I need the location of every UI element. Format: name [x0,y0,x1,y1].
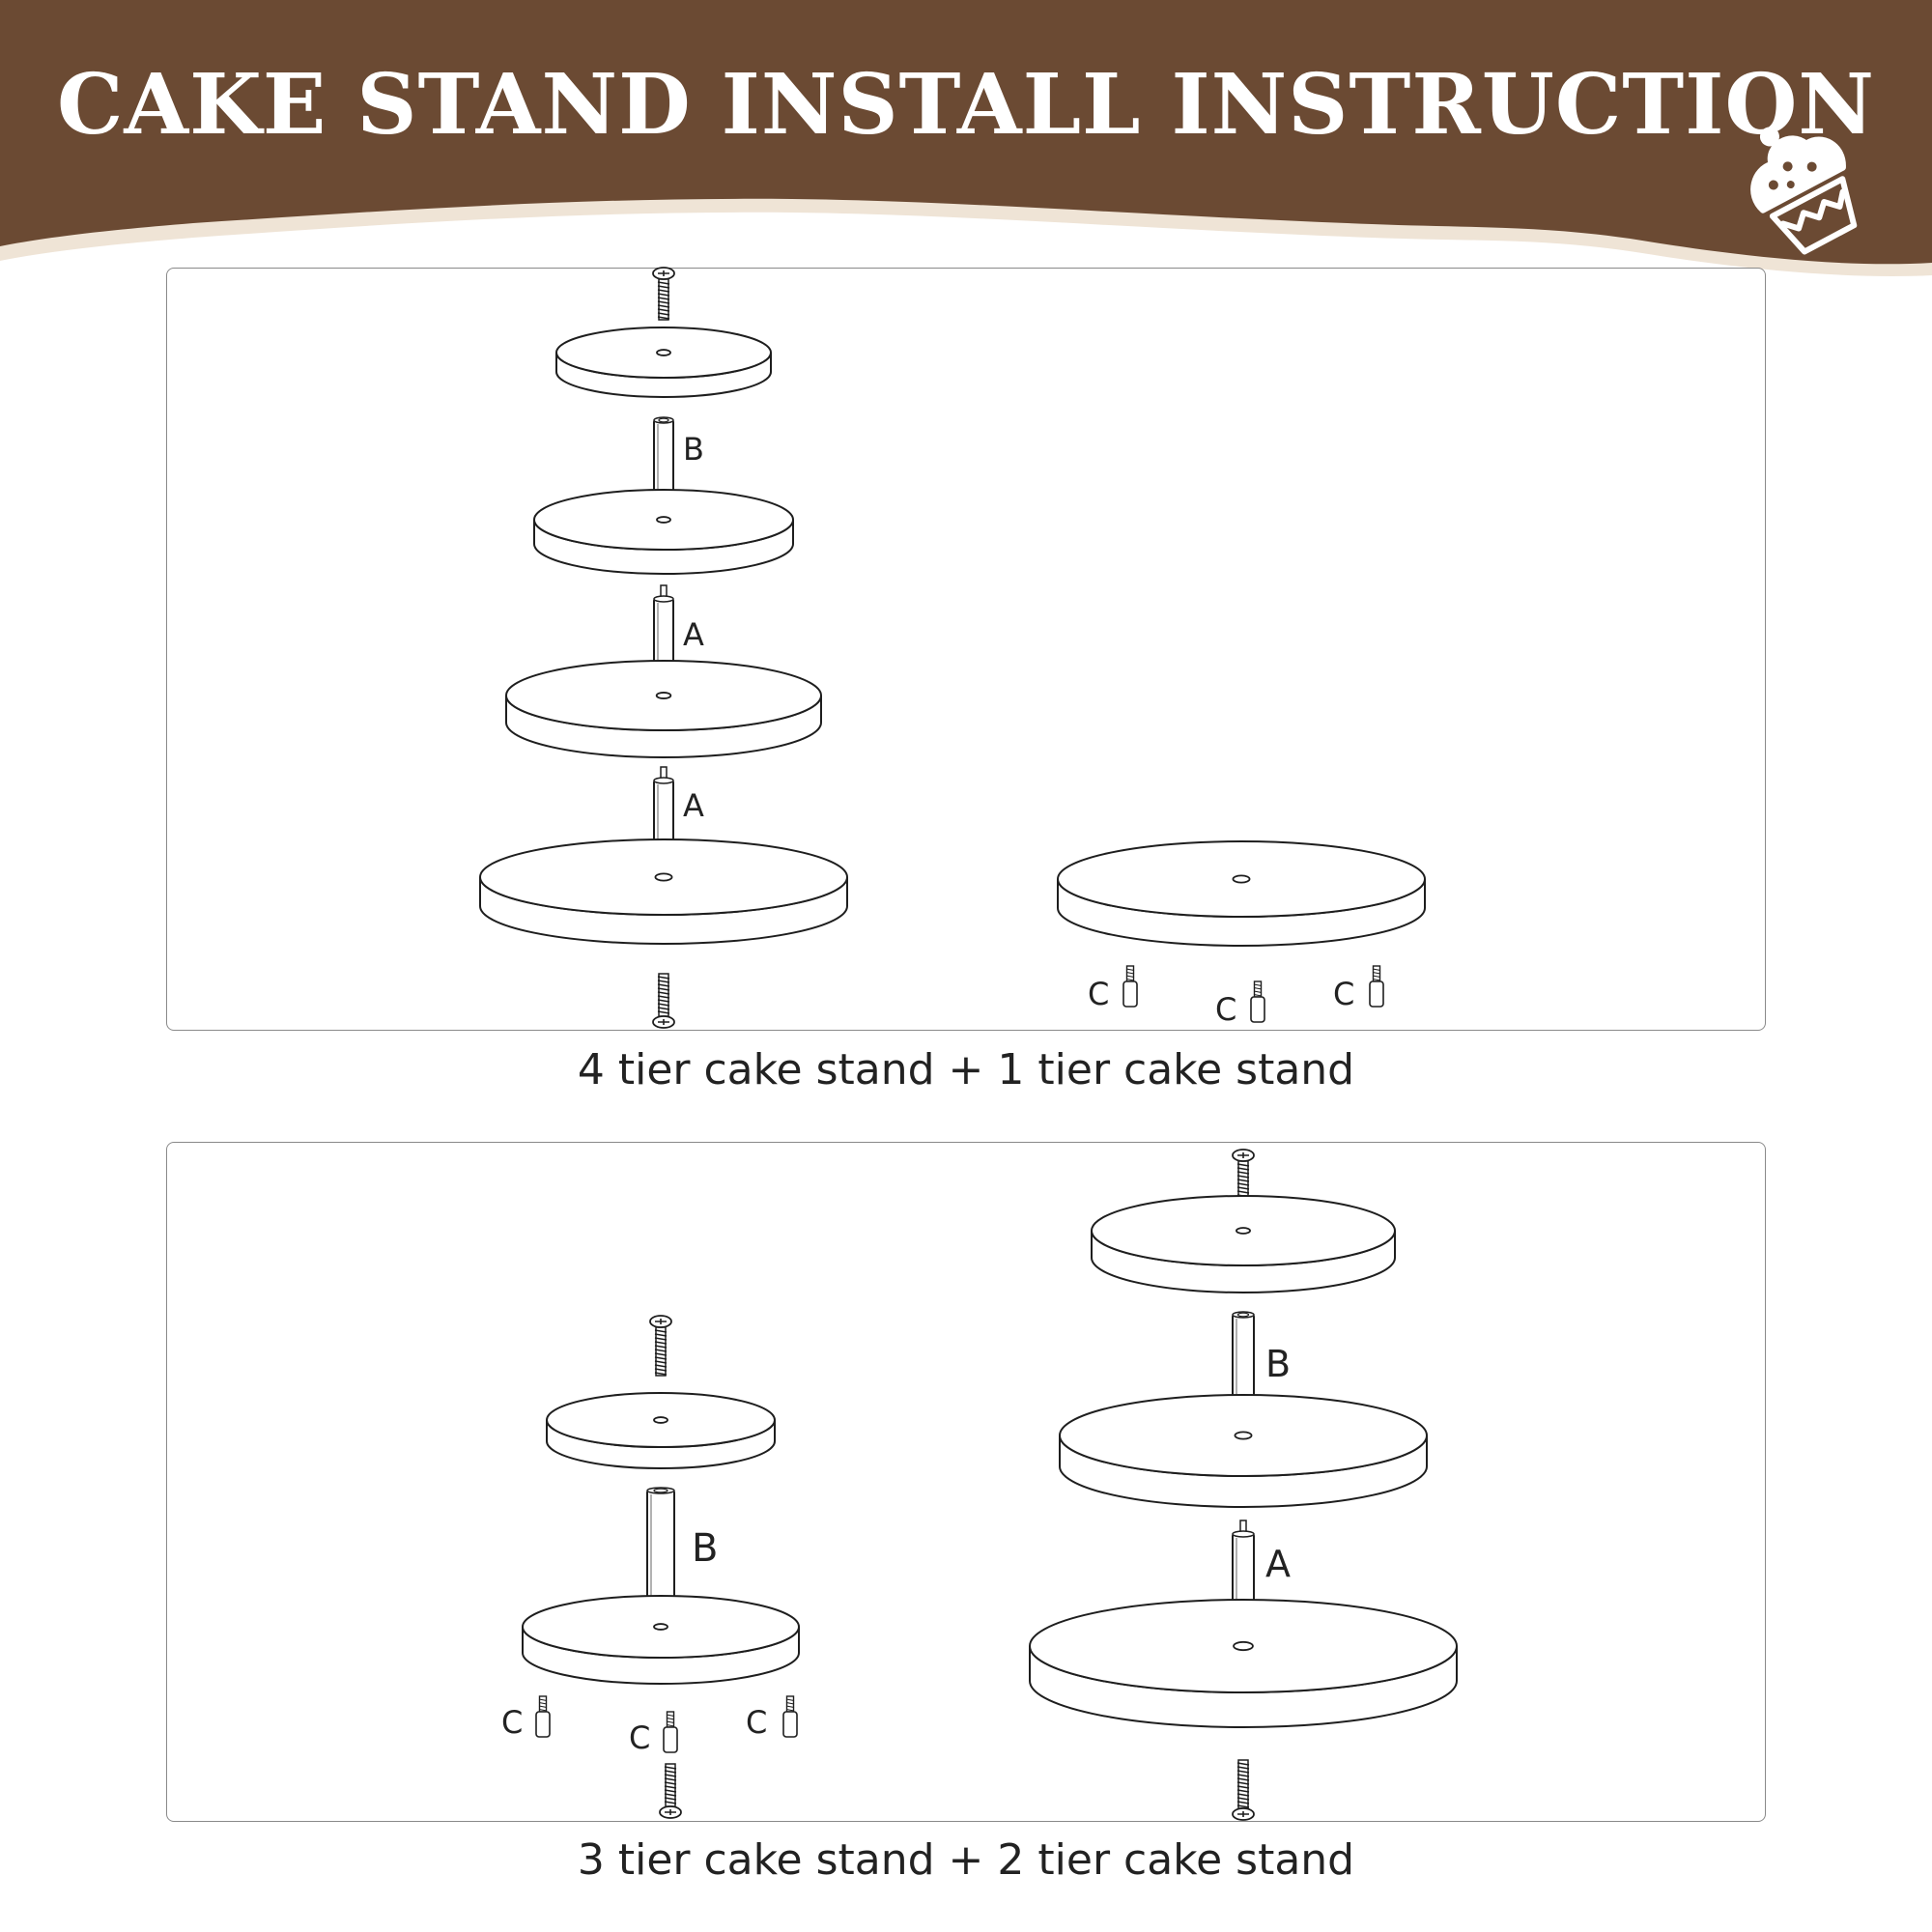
foot-icon [1369,965,1384,1008]
foot-icon [1122,965,1138,1008]
cupcake-icon [1750,127,1858,255]
part-label-a: A [1265,1543,1291,1585]
plate-icon [522,1595,800,1685]
plate-icon [533,489,794,575]
plate-icon [1059,1394,1428,1508]
plate-icon [505,660,822,758]
part-label-c: C [1088,976,1109,1012]
screw-icon [652,267,675,321]
part-label-c: C [501,1704,523,1741]
part-label-c: C [629,1719,650,1756]
part-label-b: B [1265,1343,1291,1385]
plate-icon [1029,1599,1458,1728]
foot-icon [782,1695,798,1738]
plate-icon [1057,840,1426,947]
foot-icon [1250,980,1265,1023]
foot-icon [535,1695,551,1738]
part-label-a: A [683,616,704,653]
panel-top [166,268,1766,1031]
part-label-c: C [1215,991,1236,1028]
header-band [0,0,1932,276]
part-label-c: C [1333,976,1354,1012]
caption-four-plus-one: 4 tier cake stand + 1 tier cake stand [577,1045,1355,1094]
rod-icon [646,1487,675,1611]
screw-icon [1232,1759,1255,1821]
part-label-a: A [683,787,704,824]
screw-icon [652,973,675,1029]
part-label-b: B [692,1526,718,1571]
screw-icon [659,1763,682,1819]
part-label-b: B [683,431,704,468]
foot-icon [663,1711,678,1753]
caption-three-plus-two: 3 tier cake stand + 2 tier cake stand [577,1835,1355,1885]
plate-icon [479,838,848,945]
part-label-c: C [746,1704,767,1741]
page-title: CAKE STAND INSTALL INSTRUCTION [56,56,1876,154]
screw-icon [649,1315,672,1377]
plate-icon [1091,1195,1396,1293]
plate-icon [555,327,772,398]
panel-bottom [166,1142,1766,1822]
plate-icon [546,1392,776,1469]
